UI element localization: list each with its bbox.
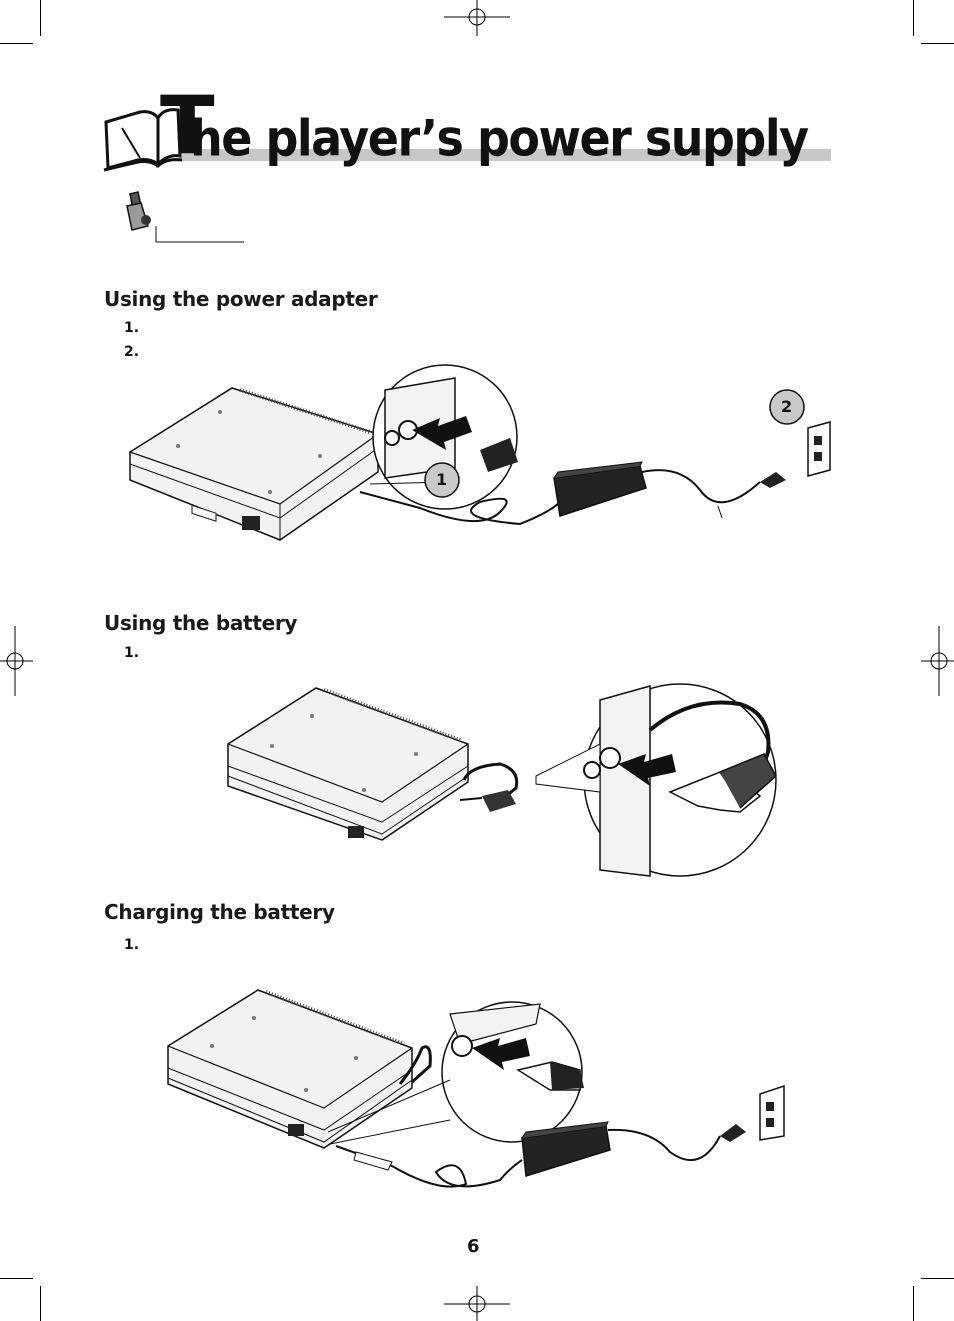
crop-mark bbox=[921, 43, 954, 44]
insert-arrow bbox=[618, 754, 676, 786]
section-heading-charging: Charging the battery bbox=[104, 900, 335, 924]
registration-mark-bottom bbox=[444, 1286, 510, 1321]
step-number: 1. bbox=[124, 937, 140, 953]
open-book-icon bbox=[103, 108, 183, 172]
registration-mark-left bbox=[0, 626, 33, 696]
page-title: he player’s power supply bbox=[190, 109, 809, 168]
step-number: 1. bbox=[124, 645, 140, 661]
section-heading-power-adapter: Using the power adapter bbox=[104, 287, 378, 311]
insert-arrow bbox=[472, 1038, 530, 1070]
callout-2: 2 bbox=[781, 397, 793, 416]
page-number: 6 bbox=[467, 1236, 480, 1257]
insert-arrow bbox=[412, 416, 472, 450]
crop-mark bbox=[40, 0, 41, 36]
crop-mark bbox=[40, 1286, 41, 1321]
section-heading-battery: Using the battery bbox=[104, 611, 298, 635]
charging-illustration bbox=[167, 989, 785, 1188]
step-number: 2. bbox=[124, 344, 140, 360]
note-icon bbox=[126, 191, 244, 243]
step-number: 1. bbox=[124, 320, 140, 336]
crop-mark bbox=[0, 43, 33, 44]
power-adapter-brick bbox=[553, 465, 647, 517]
registration-mark-top bbox=[444, 0, 510, 36]
wall-outlet bbox=[807, 421, 831, 477]
crop-mark bbox=[921, 1278, 954, 1279]
crop-mark bbox=[913, 0, 914, 36]
callout-1: 1 bbox=[436, 470, 448, 489]
title-drop-cap: T bbox=[160, 79, 215, 172]
crop-mark bbox=[913, 1286, 914, 1321]
registration-mark-right bbox=[921, 626, 954, 696]
wall-outlet bbox=[759, 1084, 785, 1141]
title-underline-bar bbox=[180, 149, 831, 161]
battery-illustration bbox=[227, 683, 777, 877]
power-adapter-illustration bbox=[129, 364, 831, 541]
dvd-player-illustration bbox=[167, 989, 413, 1149]
crop-mark bbox=[0, 1278, 33, 1279]
dvd-player-illustration bbox=[227, 687, 469, 841]
dvd-player-illustration bbox=[129, 387, 379, 541]
